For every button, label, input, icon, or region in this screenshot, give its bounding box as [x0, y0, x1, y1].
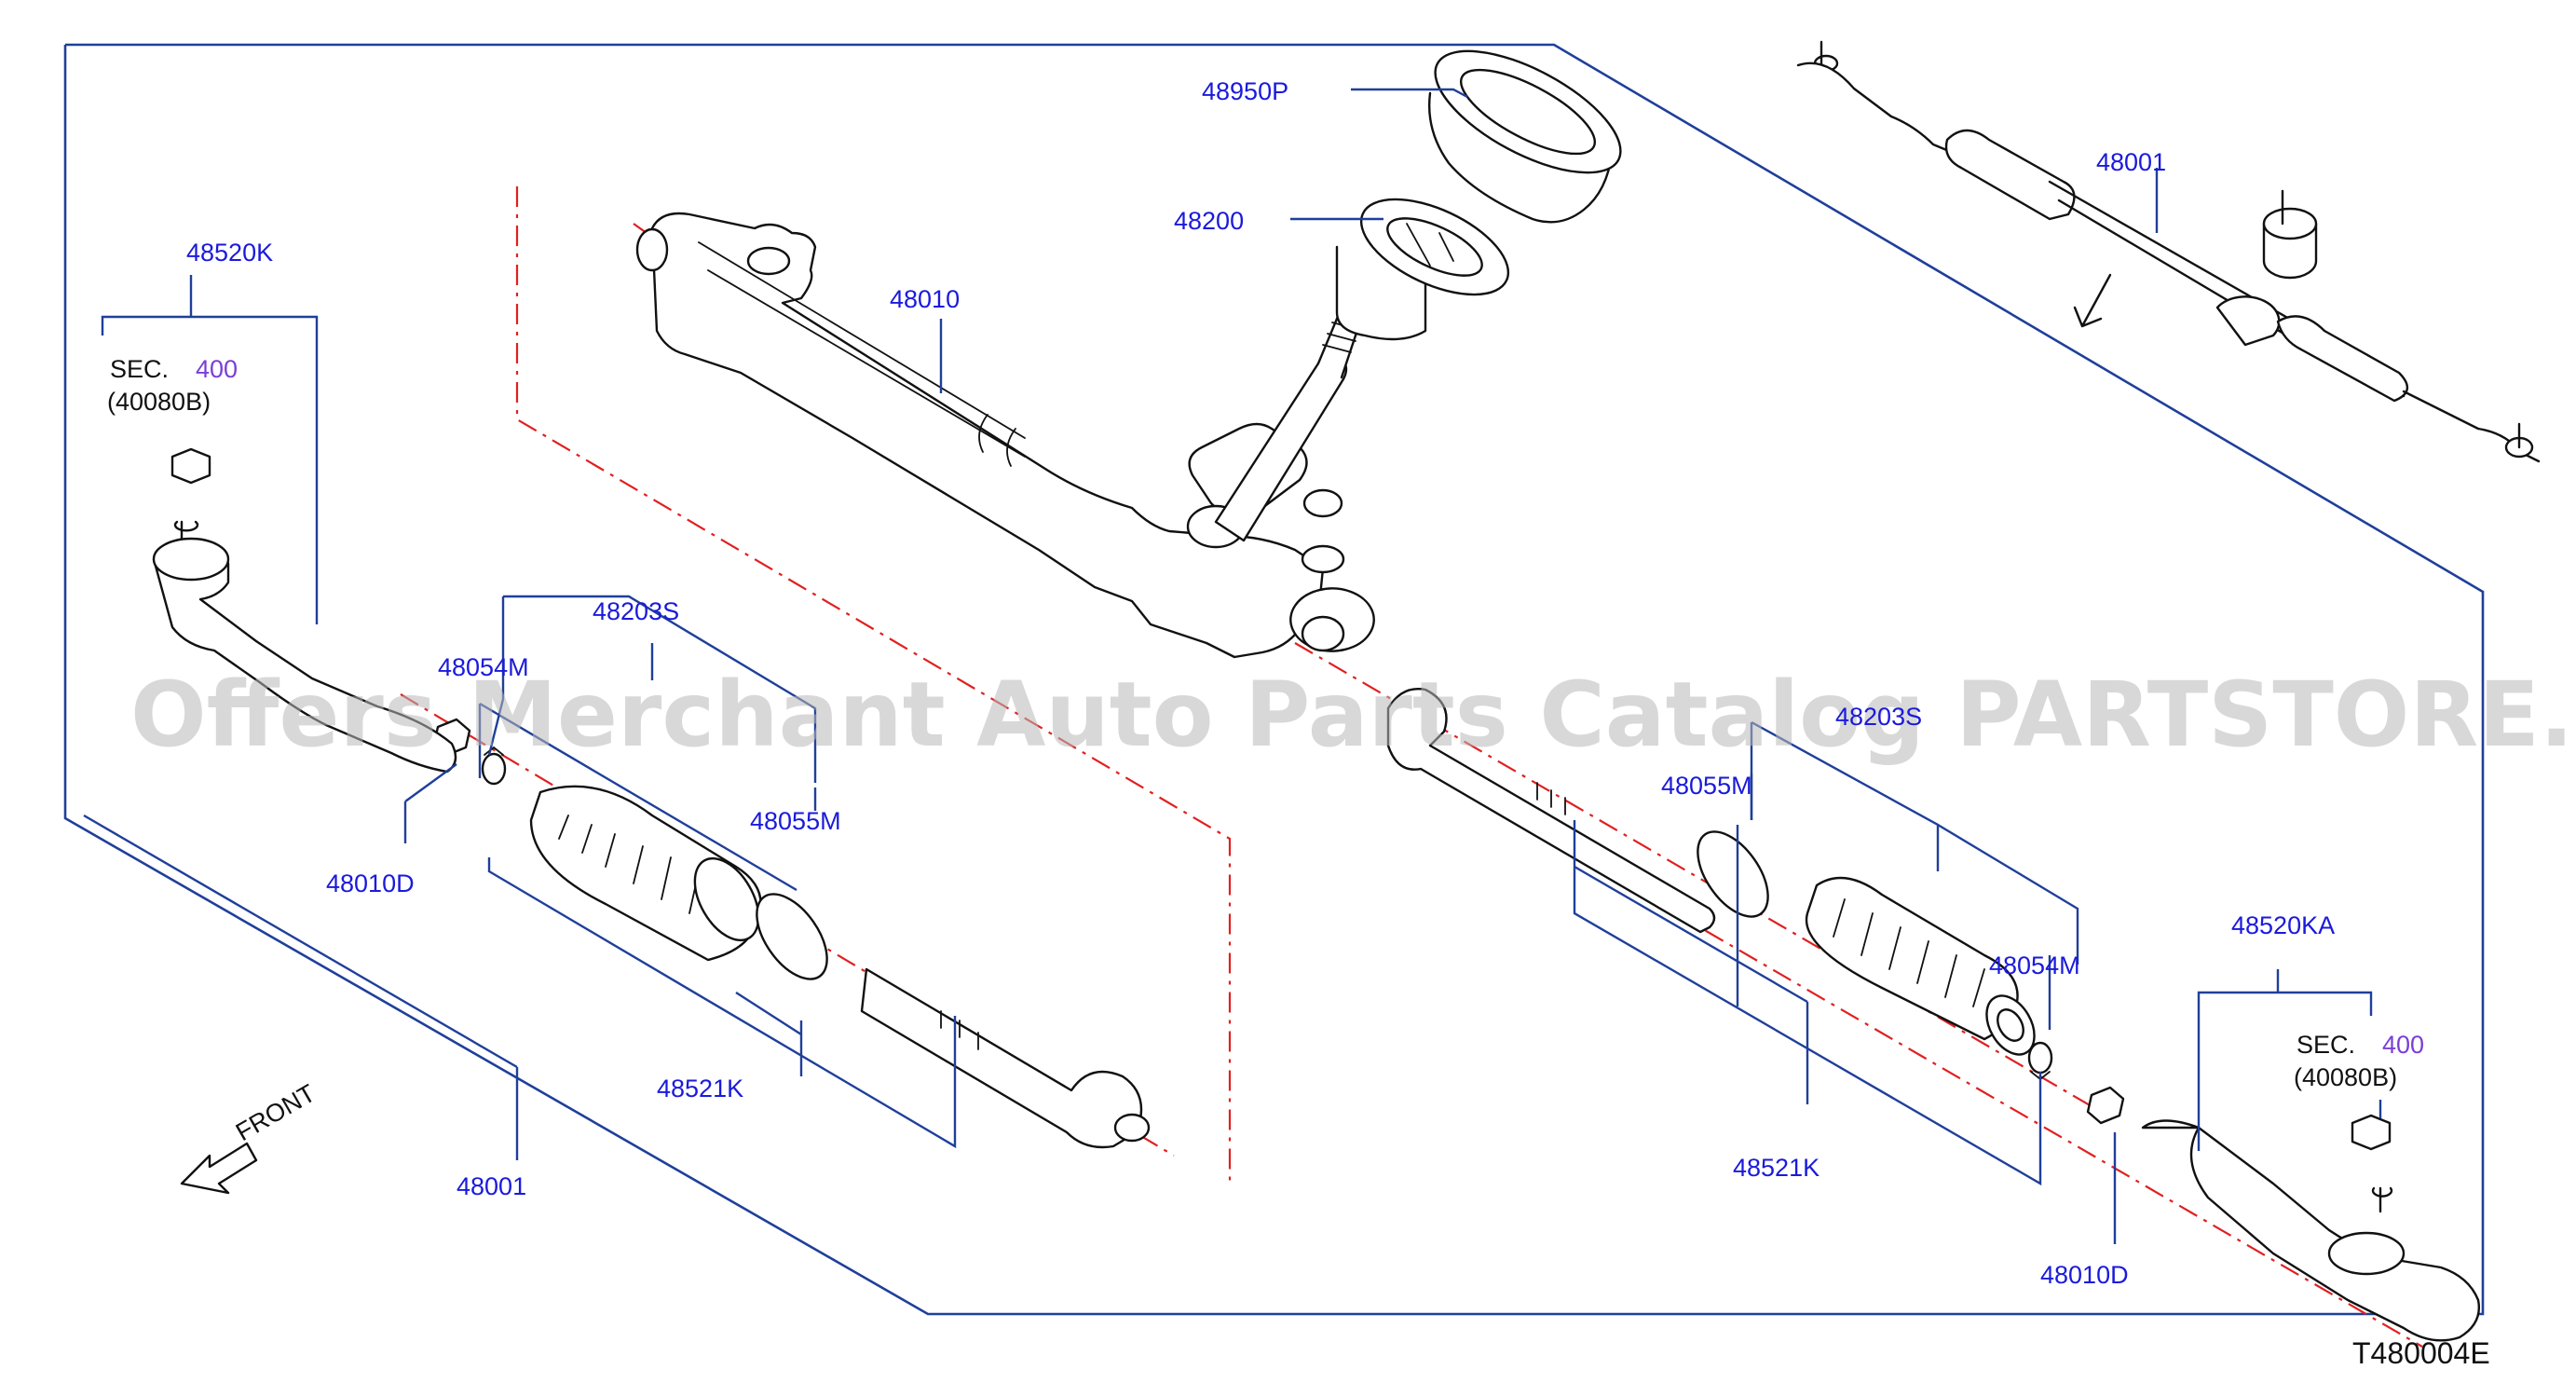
label-48010D-right: 48010D [2040, 1261, 2129, 1289]
label-48054M-right: 48054M [1989, 952, 2080, 979]
drawing-code: T480004E [2352, 1336, 2490, 1370]
label-48010: 48010 [890, 285, 960, 313]
left-castle-nut [170, 447, 211, 485]
assembly-boundary-frame [63, 43, 2485, 1316]
front-label: FRONT [231, 1079, 320, 1146]
right-lock-nut-48010D [2086, 1086, 2125, 1125]
right-sec-number: 400 [2382, 1031, 2424, 1059]
front-direction-arrow: FRONT [180, 1079, 320, 1195]
pinion-seal-48200 [1335, 198, 1510, 341]
left-tie-rod-end-48520K [152, 520, 457, 774]
left-small-clamp-48054M [481, 746, 507, 786]
dust-cover-48950P [1428, 49, 1622, 224]
label-48010D-left: 48010D [326, 870, 415, 897]
left-sec-number: 400 [196, 355, 238, 383]
right-sec-label: SEC. [2297, 1031, 2355, 1059]
label-48203S-left: 48203S [593, 597, 679, 625]
label-48520KA: 48520KA [2231, 911, 2335, 939]
left-boot-clamp-48055M [756, 893, 828, 980]
right-small-clamp-48054M [2027, 1041, 2053, 1081]
rack-housing-48010 [635, 212, 1375, 659]
right-tie-rod-end-48520KA [2141, 1119, 2480, 1342]
label-48520K: 48520K [186, 239, 273, 267]
label-48203S-right-partial: 48203S [1835, 703, 1922, 731]
right-boot-48203S [1805, 876, 2036, 1056]
label-48055M-right: 48055M [1661, 772, 1752, 800]
left-boot-48203S [529, 785, 762, 962]
left-inner-tie-rod [860, 967, 1151, 1149]
label-48200: 48200 [1174, 207, 1244, 235]
label-48001-bottom: 48001 [457, 1172, 526, 1200]
right-sec-part: (40080B) [2294, 1063, 2397, 1091]
leader-lines [83, 88, 2382, 1244]
label-48001-top: 48001 [2096, 148, 2166, 176]
label-48950P: 48950P [1202, 77, 1288, 105]
right-inner-tie-rod [1386, 688, 1716, 934]
complete-rack-assembly-thumbnail [1796, 40, 2541, 463]
right-castle-nut [2351, 1114, 2392, 1151]
watermark-text: Offers Merchant Auto Parts Catalog PARTS… [130, 663, 2576, 767]
label-48055M-left: 48055M [750, 807, 841, 835]
label-48521K-right: 48521K [1733, 1154, 1820, 1182]
left-sec-label: SEC. [110, 355, 169, 383]
label-48054M-left: 48054M [438, 653, 529, 681]
left-sec-part: (40080B) [107, 388, 211, 416]
right-boot-clamp-48055M [1697, 830, 1769, 918]
label-48521K-left: 48521K [657, 1075, 743, 1102]
